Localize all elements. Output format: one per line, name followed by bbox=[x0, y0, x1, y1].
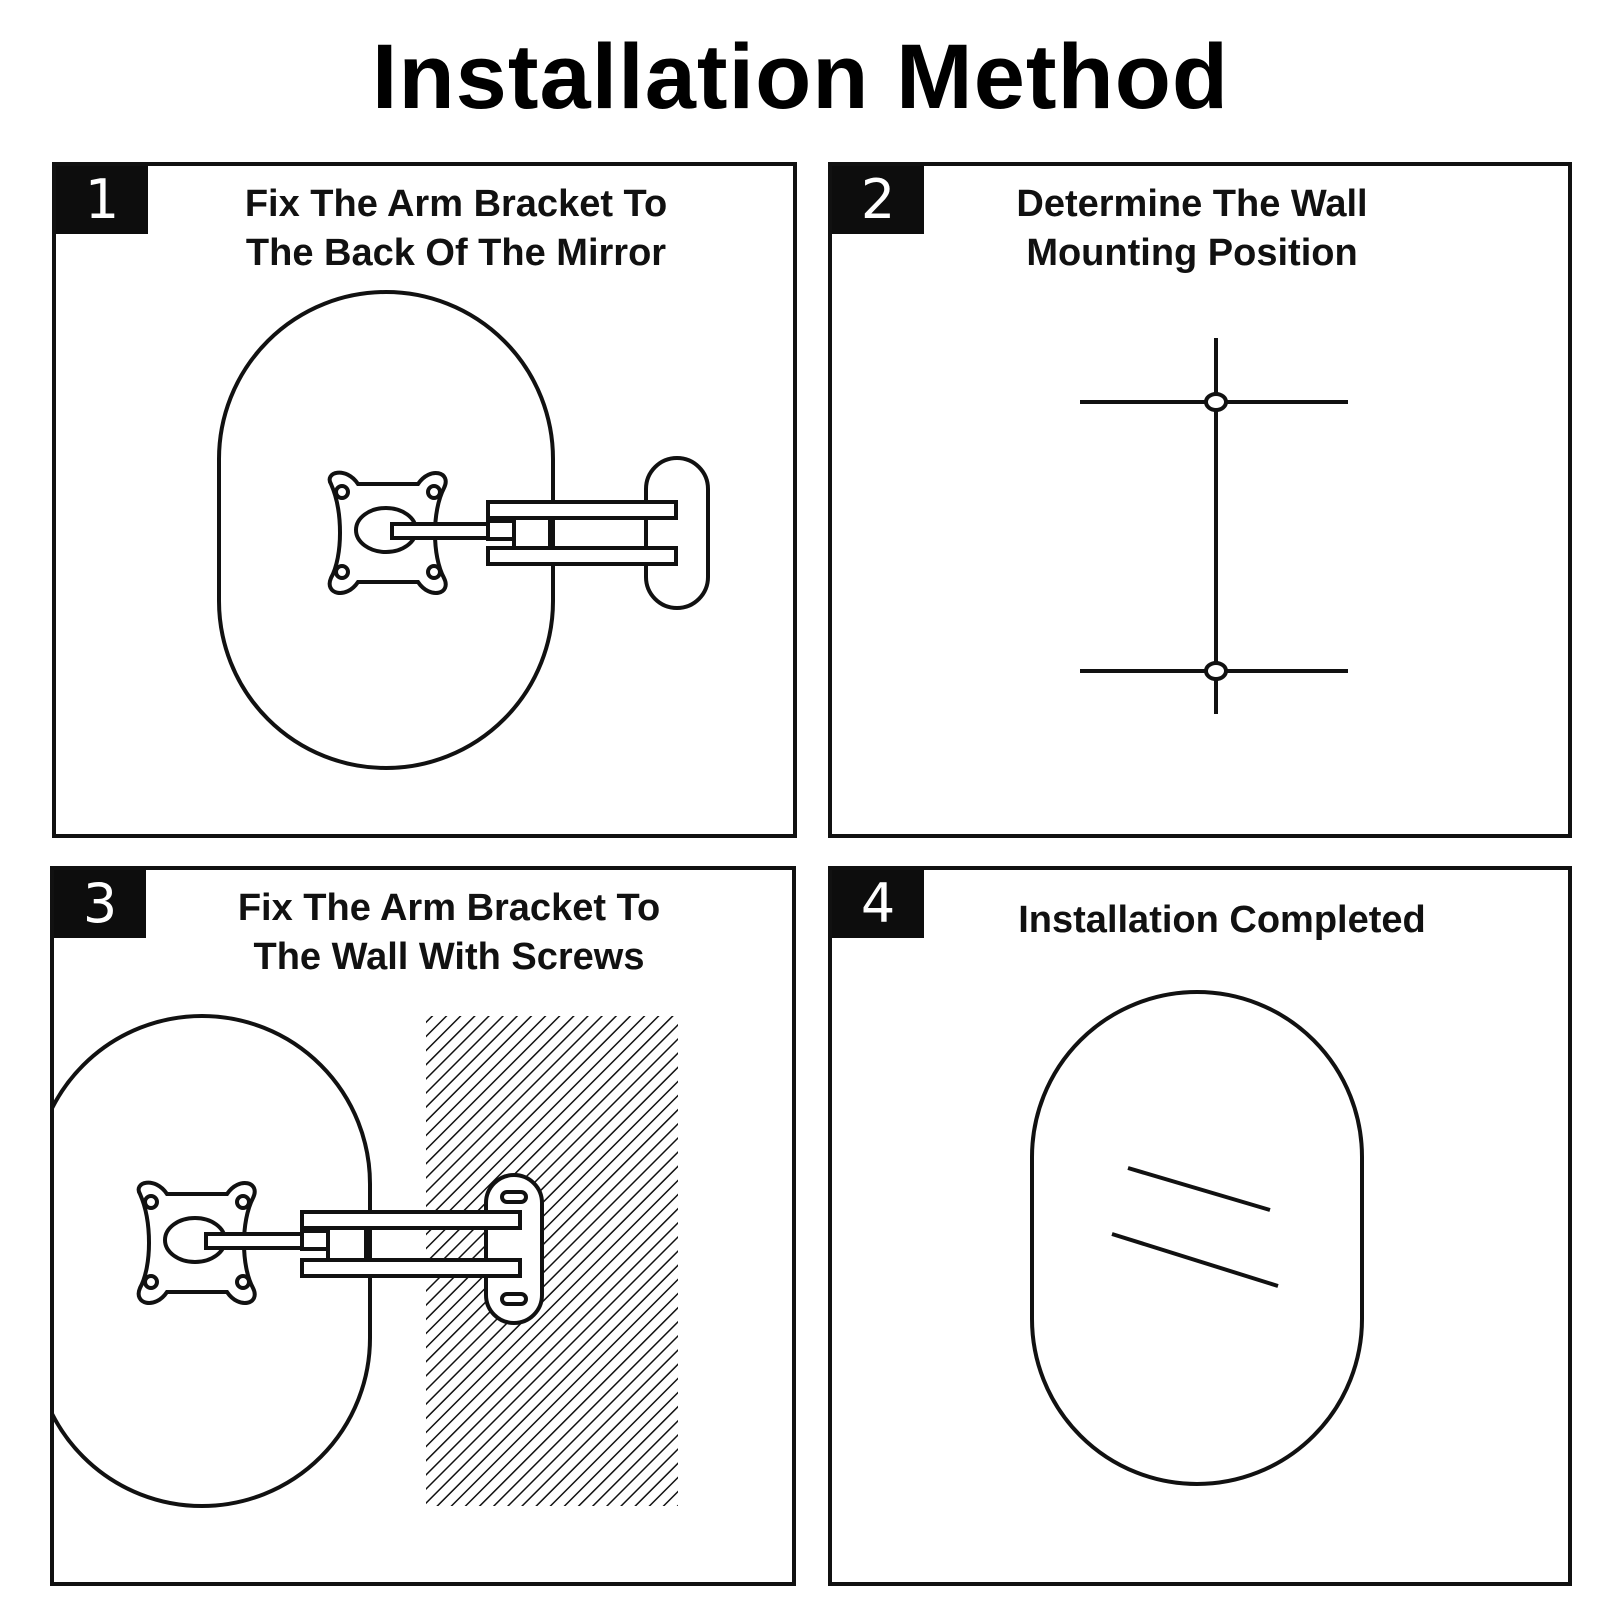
step-caption: Determine The Wall Mounting Position bbox=[932, 180, 1452, 278]
mirror-reflection-icon bbox=[1127, 1166, 1271, 1212]
mirror-outline-icon bbox=[1030, 990, 1364, 1486]
step-number-badge: 4 bbox=[832, 870, 924, 938]
step-caption-line: Determine The Wall bbox=[1016, 183, 1368, 225]
step-1-panel: 1 Fix The Arm Bracket To The Back Of The… bbox=[52, 162, 797, 838]
step-caption-line: Mounting Position bbox=[1026, 232, 1358, 274]
arm-end-plate-icon bbox=[644, 456, 710, 610]
arm-bar-icon bbox=[300, 1210, 522, 1230]
step-caption-line: The Back Of The Mirror bbox=[245, 232, 667, 274]
arm-bar-icon bbox=[300, 1258, 522, 1278]
page-title: Installation Method bbox=[371, 26, 1230, 128]
step-1-illustration bbox=[217, 290, 710, 770]
step-caption: Installation Completed bbox=[932, 896, 1512, 945]
arm-end-plate-icon bbox=[484, 1173, 544, 1325]
step-3-panel: 3 Fix The Arm Bracket To The Wall With S… bbox=[50, 866, 796, 1586]
mount-hole-icon bbox=[1204, 661, 1228, 681]
step-caption-line: Installation Completed bbox=[1018, 899, 1426, 941]
mount-hole-icon bbox=[1204, 392, 1228, 412]
step-number-badge: 2 bbox=[832, 166, 924, 234]
step-caption-line: Fix The Arm Bracket To bbox=[244, 183, 668, 225]
step-4-panel: 4 Installation Completed bbox=[828, 866, 1572, 1586]
mirror-outline-icon bbox=[217, 290, 555, 770]
bracket-plate-icon bbox=[136, 1180, 257, 1305]
bracket-plate-icon bbox=[327, 470, 448, 595]
arm-bar-icon bbox=[486, 546, 678, 566]
step-caption-line: The Wall With Screws bbox=[253, 936, 645, 978]
step-4-illustration bbox=[1030, 990, 1364, 1486]
step-number-badge: 1 bbox=[56, 166, 148, 234]
step-3-illustration bbox=[54, 1014, 678, 1508]
mirror-reflection-icon bbox=[1111, 1232, 1279, 1288]
step-caption-line: Fix The Arm Bracket To bbox=[237, 887, 661, 929]
step-2-illustration bbox=[1080, 338, 1348, 714]
step-caption: Fix The Arm Bracket To The Back Of The M… bbox=[156, 180, 756, 278]
step-number-badge: 3 bbox=[54, 870, 146, 938]
arm-bar-icon bbox=[486, 500, 678, 520]
step-caption: Fix The Arm Bracket To The Wall With Scr… bbox=[149, 884, 749, 982]
step-2-panel: 2 Determine The Wall Mounting Position bbox=[828, 162, 1572, 838]
